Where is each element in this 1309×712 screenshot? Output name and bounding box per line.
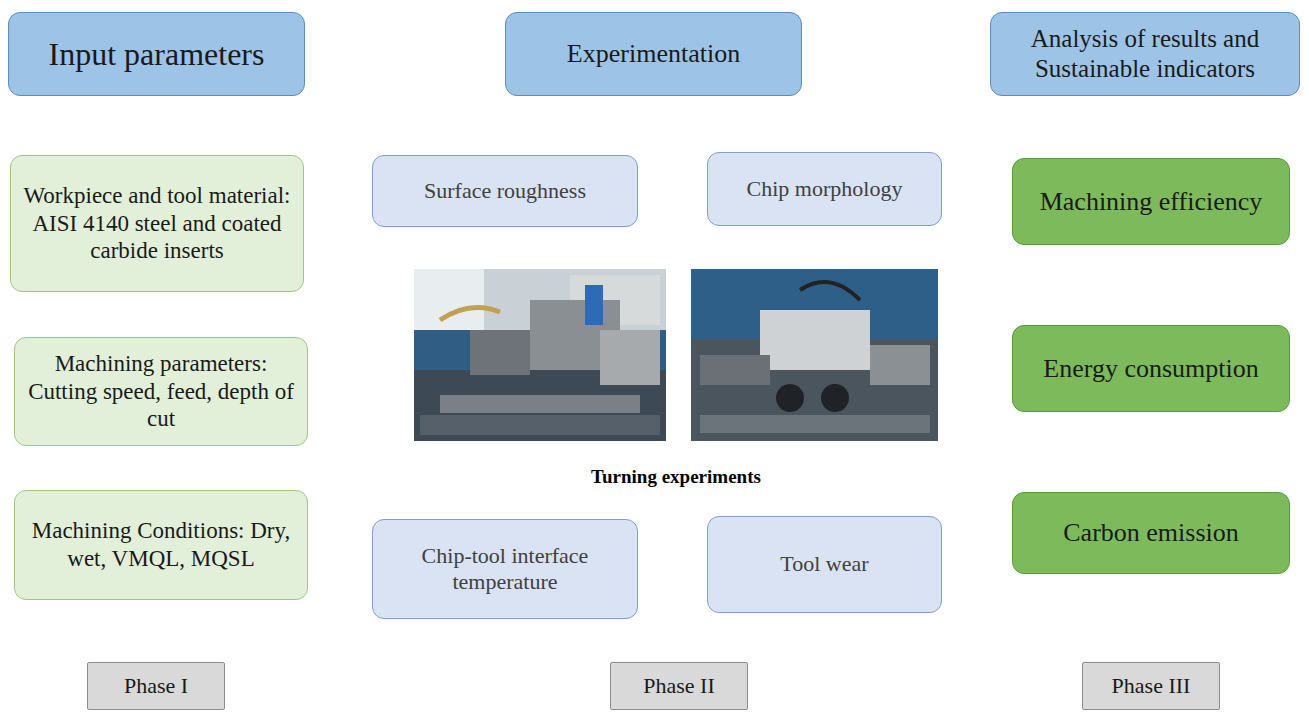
box-text: Chip-tool interface temperature [383,543,627,596]
box-text: Input parameters [49,35,265,73]
box-text: Carbon emission [1063,517,1239,548]
box-text: Phase I [124,673,188,699]
box-text: Analysis of results and Sustainable indi… [1001,24,1289,84]
measure-box: Surface roughness [372,155,638,227]
lathe-photo-right [691,269,938,441]
box-text: Tool wear [780,551,868,577]
box-text: Machining efficiency [1040,186,1263,217]
box-text: Workpiece and tool material: AISI 4140 s… [21,182,293,265]
input-box: Machining Conditions: Dry, wet, VMQL, MQ… [14,490,308,600]
box-text: Energy consumption [1043,353,1258,384]
phase-box: Phase II [610,662,748,710]
box-text: Phase II [643,673,714,699]
measure-box: Chip morphology [707,152,942,226]
phase-box: Phase I [87,662,225,710]
input-box: Workpiece and tool material: AISI 4140 s… [10,155,304,292]
measure-box: Tool wear [707,516,942,613]
indicator-box: Carbon emission [1012,492,1290,574]
indicator-box: Machining efficiency [1012,158,1290,245]
header-box: Analysis of results and Sustainable indi… [990,12,1300,96]
box-text: Phase III [1112,673,1191,699]
lathe-photo-left [414,269,666,441]
measure-box: Chip-tool interface temperature [372,519,638,619]
box-text: Experimentation [567,38,740,69]
header-box: Input parameters [8,12,305,96]
indicator-box: Energy consumption [1012,325,1290,412]
input-box: Machining parameters: Cutting speed, fee… [14,337,308,446]
phase-box: Phase III [1082,662,1220,710]
box-text: Machining parameters: Cutting speed, fee… [25,350,297,433]
box-text: Machining Conditions: Dry, wet, VMQL, MQ… [25,517,297,572]
figure-label: Turning experiments [476,466,876,488]
header-box: Experimentation [505,12,802,96]
box-text: Chip morphology [747,176,903,202]
box-text: Surface roughness [424,178,586,204]
